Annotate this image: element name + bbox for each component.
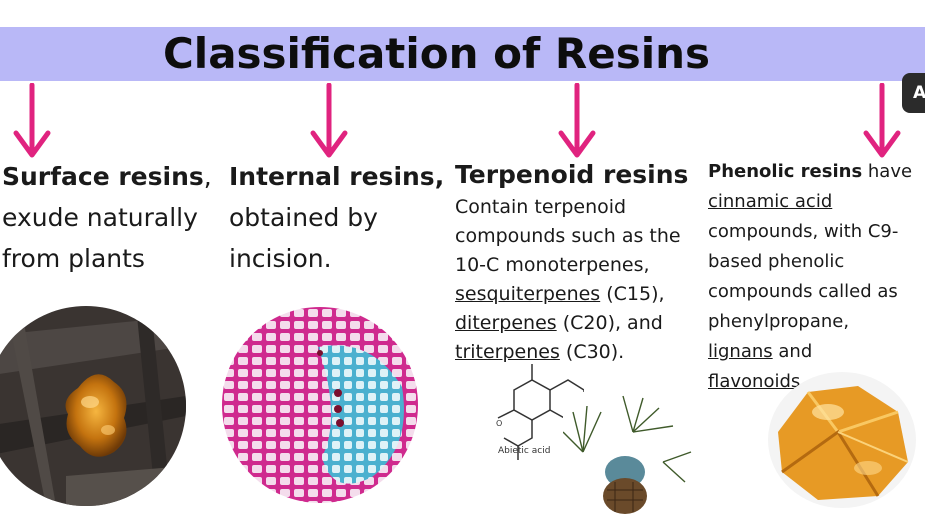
phenolic-line3: compounds, with C9- xyxy=(708,221,899,242)
terpenoid-resins-block: Terpenoid resins Contain terpenoid compo… xyxy=(455,157,688,367)
terpenoid-resins-heading: Terpenoid resins xyxy=(455,160,689,189)
phenolic-line4: based phenolic xyxy=(708,251,845,272)
arrow-down-icon xyxy=(13,83,51,158)
terpenoid-line3: 10-C monoterpenes, xyxy=(455,254,650,276)
terpenoid-line2: compounds such as the xyxy=(455,225,681,247)
pine-cone-photo xyxy=(563,392,693,516)
internal-resin-micrograph xyxy=(222,307,418,503)
lignans-link[interactable]: lignans xyxy=(708,341,773,362)
flavonoids-link[interactable]: flavonoids xyxy=(708,371,801,392)
cinnamic-acid-link[interactable]: cinnamic acid xyxy=(708,191,833,212)
surface-line2: from plants xyxy=(2,244,145,273)
phenolic-line5: compounds called as xyxy=(708,281,898,302)
arrow-down-icon xyxy=(310,83,348,158)
svg-text:O: O xyxy=(496,419,502,428)
phenolic-resins-block: Phenolic resins have cinnamic acid compo… xyxy=(708,161,913,392)
floating-badge[interactable]: A xyxy=(902,73,925,113)
surface-resins-heading: Surface resins xyxy=(2,162,204,191)
diterpenes-link[interactable]: diterpenes xyxy=(455,312,557,334)
title-banner xyxy=(0,27,925,81)
molecule-caption: Abietic acid xyxy=(498,446,551,456)
arrow-down-icon xyxy=(558,83,596,158)
page-title: Classification of Resins xyxy=(162,29,711,78)
internal-line1: obtained by xyxy=(229,203,378,232)
terpenoid-line1: Contain terpenoid xyxy=(455,196,627,218)
triterpenes-link[interactable]: triterpenes xyxy=(455,341,560,363)
surface-line1: exude naturally xyxy=(2,203,198,232)
sesquiterpenes-link[interactable]: sesquiterpenes xyxy=(455,283,601,305)
internal-line2: incision. xyxy=(229,244,332,273)
surface-resins-block: Surface resins, exude naturally from pla… xyxy=(2,157,212,279)
internal-resins-heading: Internal resins, xyxy=(229,162,445,191)
comma: , xyxy=(203,162,212,191)
phenolic-resin-photo xyxy=(768,372,916,508)
internal-resins-block: Internal resins, obtained by incision. xyxy=(229,157,444,279)
phenolic-resins-heading: Phenolic resins xyxy=(708,161,863,182)
arrow-down-icon xyxy=(863,83,901,158)
phenolic-line6: phenylpropane, xyxy=(708,311,850,332)
surface-resin-photo xyxy=(0,306,186,506)
